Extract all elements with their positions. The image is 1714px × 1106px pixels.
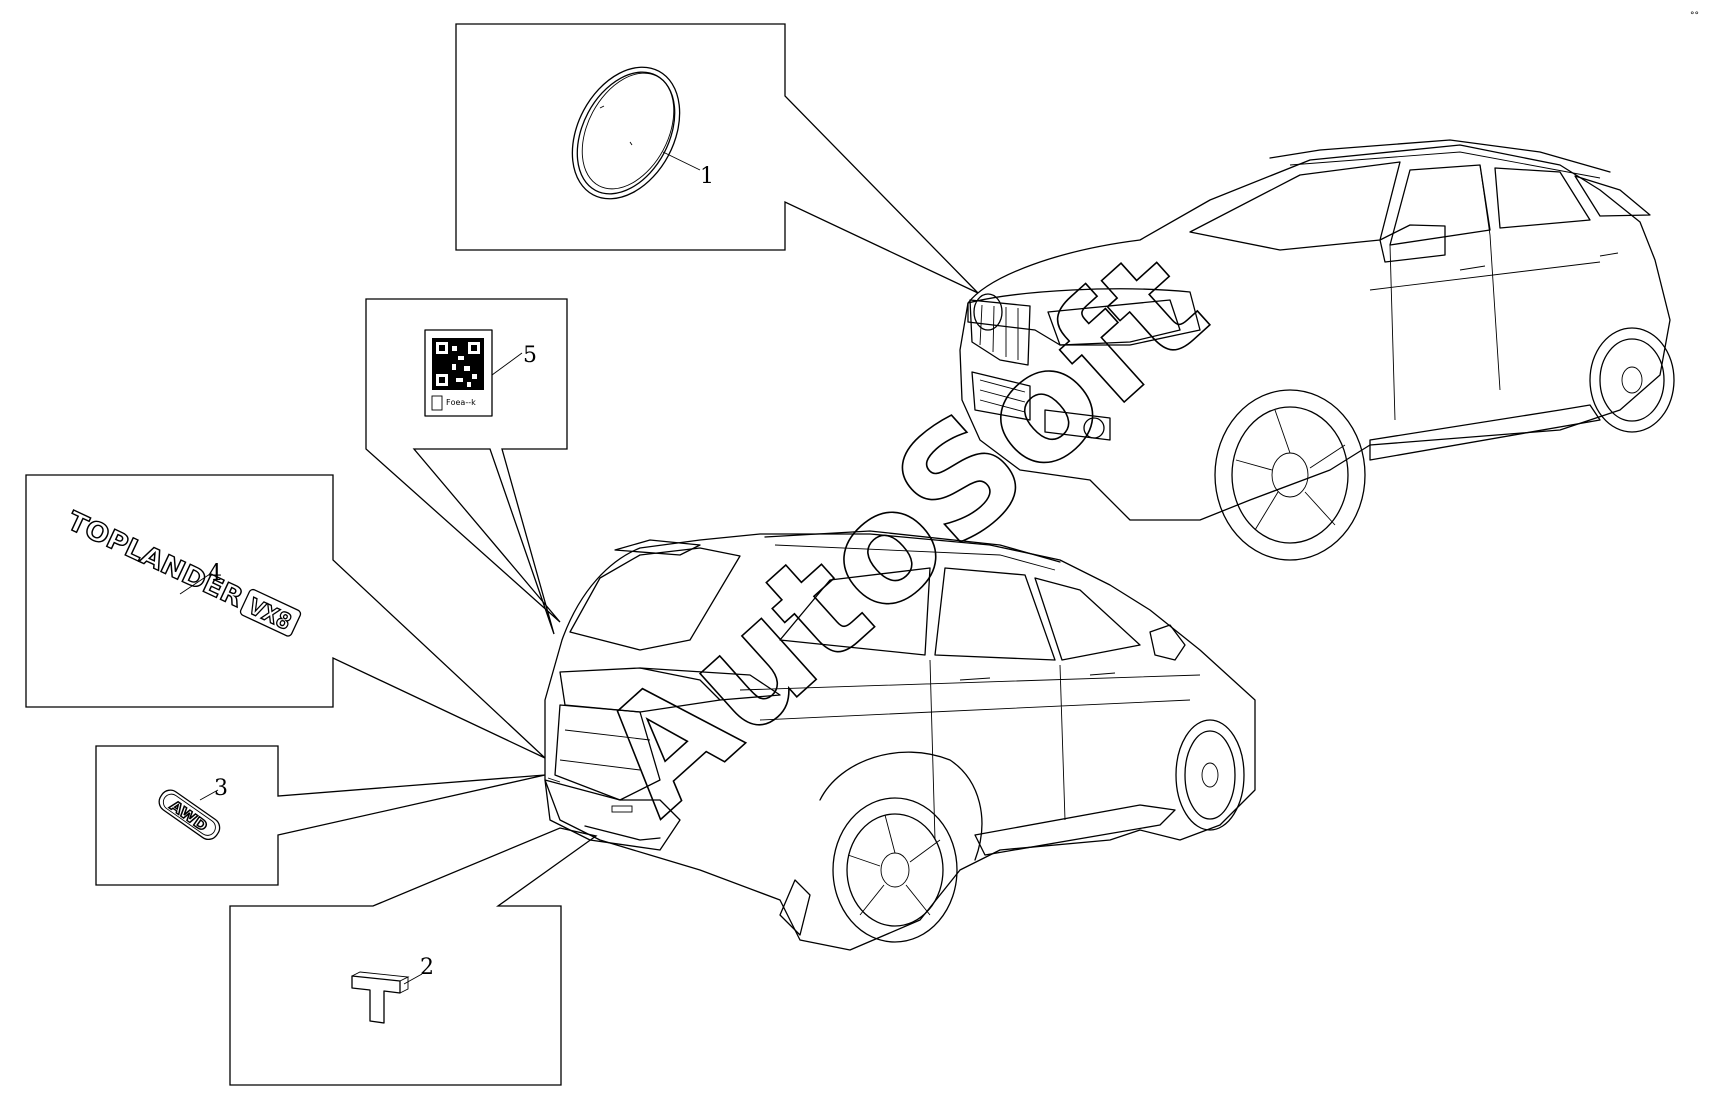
ring-emblem-part bbox=[571, 66, 681, 200]
callout-number-4: 4 bbox=[208, 561, 222, 586]
callout-box-4: TOPLANDER VX8 4 bbox=[25, 474, 546, 759]
callout-number-5: 5 bbox=[523, 343, 537, 368]
callout-box-3: AWD 3 bbox=[95, 745, 546, 886]
qr-label-part: Fоеа--k bbox=[424, 329, 493, 417]
toplander-badge-part: TOPLANDER VX8 bbox=[62, 506, 302, 637]
qr-label-small-text: Fоеа--k bbox=[446, 398, 476, 407]
vx8-badge-text: VX8 bbox=[244, 594, 294, 635]
callout-number-2: 2 bbox=[420, 955, 434, 980]
callout-box-2: 2 bbox=[229, 827, 598, 1086]
corner-mark: °° bbox=[1690, 11, 1699, 21]
callout-number-3: 3 bbox=[214, 776, 228, 801]
rear-view-suv bbox=[544, 530, 1256, 951]
front-view-suv bbox=[959, 139, 1675, 561]
callout-box-1: 1 bbox=[455, 23, 979, 294]
toplander-badge-text: TOPLANDER bbox=[63, 506, 248, 613]
callout-number-1: 1 bbox=[700, 164, 714, 189]
callout-box-5: Fоеа--k 5 bbox=[365, 298, 568, 635]
t-emblem-part bbox=[351, 971, 410, 1024]
